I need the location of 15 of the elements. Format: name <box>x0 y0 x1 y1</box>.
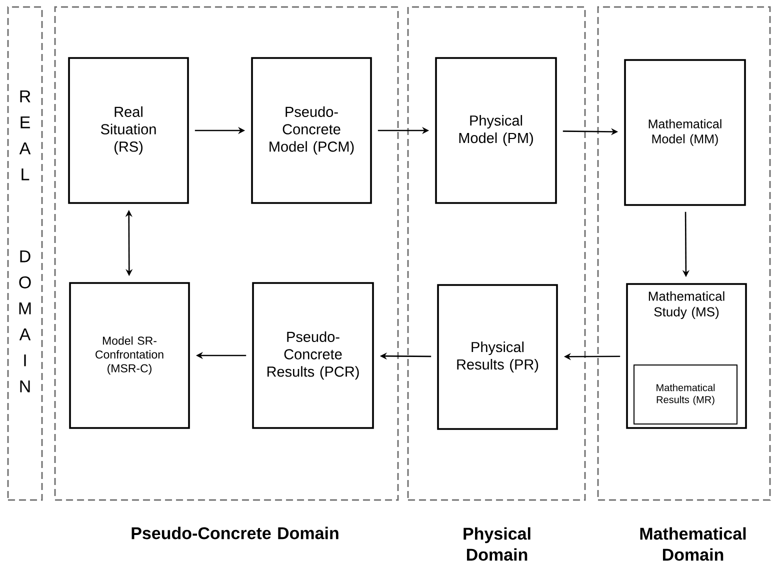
domain-band: REAL DOMAIN <box>7 6 43 501</box>
process-box: Physical Model (PM) <box>435 57 557 204</box>
process-box: Pseudo-Concrete Model (PCM) <box>251 57 372 204</box>
domain-band <box>54 6 399 501</box>
domain-heading: Mathematical Domain <box>640 527 746 561</box>
domain-band <box>407 6 586 501</box>
domain-band <box>597 6 771 501</box>
process-box: Mathematical Results (MR) <box>634 364 738 424</box>
domain-heading: Physical Domain <box>464 527 530 561</box>
process-box: Model SR-Confrontation (MSR-C) <box>69 282 190 429</box>
process-box: Pseudo-Concrete Results (PCR) <box>252 282 374 429</box>
process-box: Physical Results (PR) <box>437 284 558 430</box>
process-box: Mathematical Model (MM) <box>624 59 746 206</box>
process-box: Real Situation (RS) <box>68 57 189 204</box>
domain-heading: Pseudo-Concrete Domain <box>132 526 338 540</box>
